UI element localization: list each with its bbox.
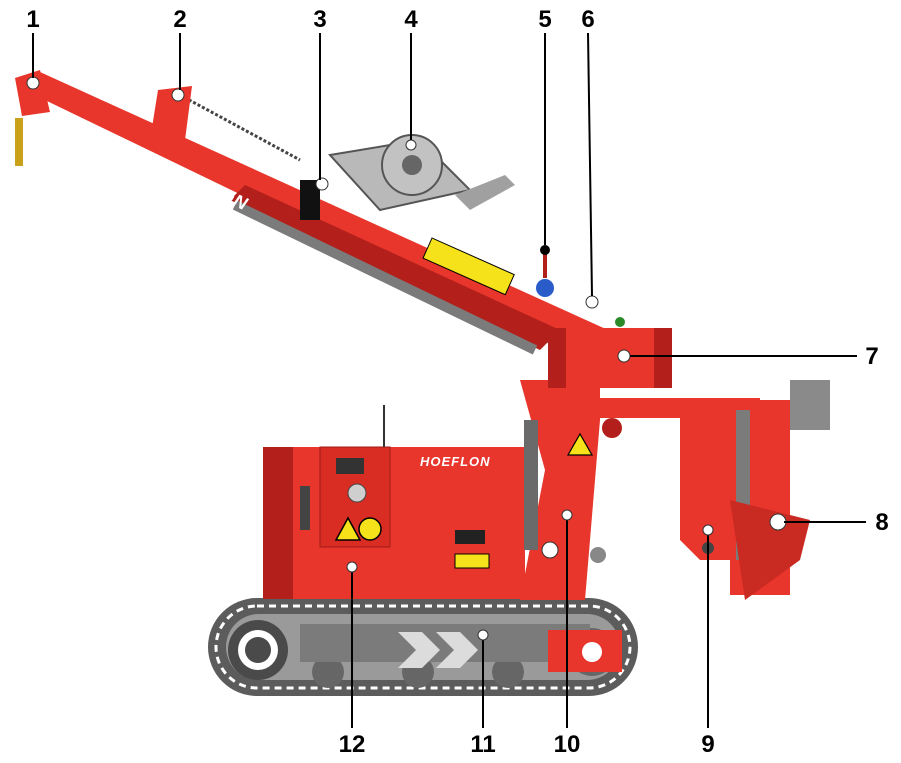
callout-4: 4: [404, 6, 418, 33]
housing-brand-label: HOEFLON: [420, 454, 491, 469]
warning-triangle-icon: [334, 516, 362, 541]
mast: [520, 380, 622, 600]
callout-2: 2: [173, 6, 186, 33]
callout-5: 5: [538, 6, 551, 33]
pointer-dots: [346, 509, 714, 641]
callout-10: 10: [554, 731, 581, 758]
counterweight: [548, 328, 672, 388]
callout-7: 7: [865, 343, 878, 370]
crawler-track: [208, 598, 638, 696]
chevron-marking: [398, 632, 440, 668]
callout-9: 9: [701, 731, 714, 758]
callout-12: 12: [339, 731, 366, 758]
winch: [328, 134, 515, 212]
leader-lines: [32, 32, 866, 728]
callout-8: 8: [875, 509, 888, 536]
boom: HOEFLON: [15, 70, 630, 368]
gripper-head: [730, 380, 830, 600]
side-arm: [560, 398, 760, 560]
callout-3: 3: [313, 6, 326, 33]
callout-6: 6: [581, 6, 594, 33]
warning-circle-icon: [358, 517, 382, 541]
callout-11: 11: [470, 731, 495, 758]
callout-labels: 1 2 3 4 5 6 7 8 9 10 11 12: [26, 6, 888, 758]
boom-head: [15, 70, 50, 116]
hook-icon: [15, 118, 23, 166]
callout-1: 1: [26, 6, 39, 33]
power-unit-housing: HOEFLON: [263, 405, 525, 599]
